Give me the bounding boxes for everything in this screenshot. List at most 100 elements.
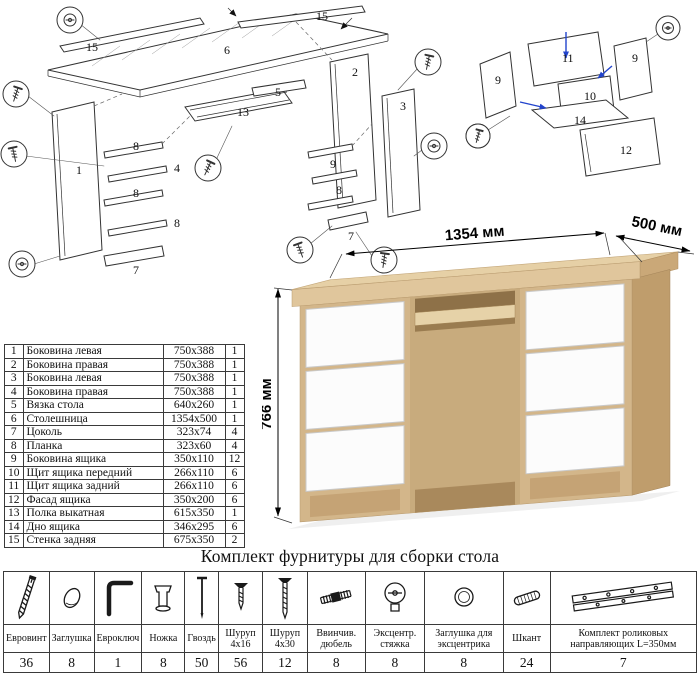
drawer-parts [479,31,661,177]
diagram-part-number: 2 [352,65,358,79]
hardware-item-qty: 8 [306,652,366,673]
parts-cell-name: Боковина левая [22,344,164,359]
cam-lock-icon [364,571,425,625]
parts-cell-size: 266x110 [162,479,226,494]
diagram-part-number: 13 [237,105,249,119]
parts-cell-size: 640x260 [162,398,226,413]
parts-cell-name: Боковина правая [22,384,164,399]
parts-cell-size: 323x74 [162,425,226,440]
hardware-item-qty: 1 [93,652,143,673]
hardware-item-name: Гвоздь [184,624,219,653]
hardware-item-name: Заглушка [48,624,95,653]
parts-cell-size: 1354x500 [162,411,226,426]
parts-cell-qty: 6 [224,492,245,507]
hardware-item-name: Евроключ [93,624,143,653]
parts-cell-name: Боковина ящика [22,452,164,467]
parts-cell-num: 4 [4,384,24,399]
drawer-front [305,425,405,493]
parts-cell-num: 3 [4,371,24,386]
diagram-part-number: 8 [336,183,342,197]
hardware-item-qty: 56 [217,652,264,673]
hardware-item-name: Ввинчив. дюбель [306,624,366,653]
hardware-item-qty: 8 [423,652,504,673]
screw-dowel-icon [306,571,366,625]
hardware-kit-title: Комплект фурнитуры для сборки стола [200,546,500,566]
parts-cell-qty: 1 [224,506,245,521]
floor-shadow [288,491,680,529]
leg-icon [141,571,186,625]
parts-cell-size: 266x110 [162,465,226,480]
parts-cell-num: 12 [4,492,24,507]
parts-cell-num: 9 [4,452,24,467]
diagram-part-number: 1 [76,163,82,177]
parts-cell-qty: 1 [224,344,245,359]
parts-cell-qty: 1 [224,398,245,413]
diagram-part-number: 6 [224,43,230,57]
drawer-front [525,345,625,413]
drawer-assembly-arrows [519,32,613,110]
width-dimension: 1354 мм [329,223,611,279]
hardware-item-qty: 50 [184,652,219,673]
desk-side-panel [631,269,671,496]
hardware-item-qty: 8 [48,652,95,673]
hardware-item-name: Заглушка для эксцентрика [423,624,504,653]
drawer-hardware-callouts [465,15,681,149]
parts-cell-qty: 4 [224,438,245,453]
diagram-part-number: 5 [275,85,281,99]
parts-cell-num: 5 [4,398,24,413]
hardware-item-qty: 7 [549,652,698,673]
hardware-item-name: Евровинт [3,624,50,653]
parts-cell-name: Стенка задняя [22,533,164,548]
drawer-front [525,283,625,351]
parts-cell-qty: 12 [224,452,245,467]
diagram-part-number: 7 [133,263,139,277]
parts-cell-name: Планка [22,438,164,453]
drawer-slide-icon [549,571,698,625]
parts-cell-num: 15 [4,533,24,548]
cap-icon [48,571,95,625]
hardware-item-qty: 12 [262,652,308,673]
parts-cell-name: Боковина правая [22,357,164,372]
back-wall-panels [59,5,366,53]
screw-4x16-icon [217,571,264,625]
parts-cell-size: 615x350 [162,506,226,521]
parts-cell-name: Дно ящика [22,519,164,534]
parts-cell-name: Фасад ящика [22,492,164,507]
middle-bay [410,288,520,514]
diagram-part-number: 15 [86,40,98,54]
right-rails [307,143,369,231]
parts-cell-qty: 6 [224,519,245,534]
parts-cell-name: Столешница [22,411,164,426]
parts-cell-qty: 1 [224,384,245,399]
left-pedestal [305,301,405,518]
parts-cell-size: 750x388 [162,384,226,399]
hardware-item-name: Эксцентр. стяжка [364,624,425,653]
hardware-item-name: Комплект роликовых направляющих L=350мм [549,624,698,653]
parts-cell-num: 7 [4,425,24,440]
parts-cell-num: 14 [4,519,24,534]
hardware-item-name: Шуруп 4x16 [217,624,264,653]
hardware-item-qty: 8 [141,652,186,673]
diagram-part-number: 9 [330,157,336,171]
diagram-part-number: 12 [620,143,632,157]
parts-cell-size: 750x388 [162,344,226,359]
wood-dowel-icon [502,571,551,625]
parts-cell-name: Боковина левая [22,371,164,386]
keyboard-tray [184,88,293,122]
